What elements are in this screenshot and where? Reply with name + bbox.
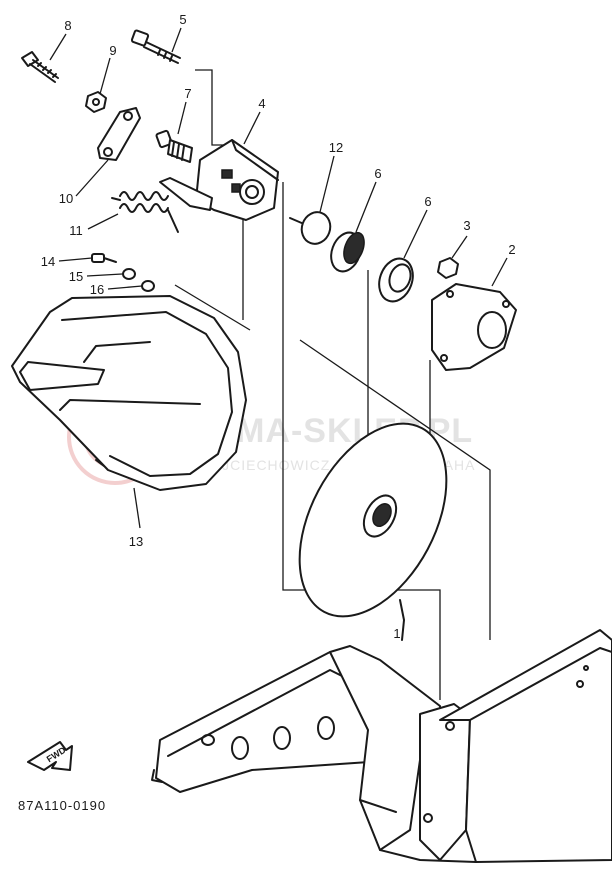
callout-15: 15 <box>69 269 83 284</box>
part-11-spring <box>111 191 179 233</box>
callout-7: 7 <box>184 86 191 101</box>
part-1-disc <box>298 422 448 641</box>
part-7-adjuster <box>155 129 193 163</box>
callout-6b: 6 <box>424 194 431 209</box>
part-15-washer <box>122 268 136 280</box>
part-4-bracket <box>159 139 279 221</box>
part-3-nut <box>437 257 459 279</box>
part-6b-bearing <box>378 257 414 303</box>
diagram-code: 87A110-0190 <box>18 798 106 813</box>
callout-9: 9 <box>109 43 116 58</box>
callout-labels: 1 2 3 4 5 6 6 7 8 9 10 11 12 13 14 15 16 <box>41 12 516 641</box>
part-16-washer <box>141 280 155 292</box>
callout-14: 14 <box>41 254 55 269</box>
callout-8: 8 <box>64 18 71 33</box>
part-5-bolt <box>130 29 181 64</box>
part-2-flange <box>431 283 517 371</box>
callout-10: 10 <box>59 191 73 206</box>
callout-1: 1 <box>393 626 400 641</box>
callout-2: 2 <box>508 242 515 257</box>
frame-assembly <box>151 629 612 863</box>
part-12-plug <box>289 211 332 245</box>
callout-13: 13 <box>129 534 143 549</box>
part-8-bolt <box>21 51 59 83</box>
callout-6a: 6 <box>374 166 381 181</box>
callout-5: 5 <box>179 12 186 27</box>
part-10-lever <box>97 107 141 161</box>
part-9-nut <box>85 91 107 113</box>
callout-4: 4 <box>258 96 265 111</box>
part-13-cover <box>11 295 247 491</box>
part-14-screw <box>91 253 117 263</box>
fwd-arrow-icon: FWD <box>27 741 73 771</box>
callout-leaders <box>49 27 508 529</box>
part-6a-bushing <box>330 231 365 273</box>
callout-16: 16 <box>90 282 104 297</box>
callout-11: 11 <box>69 223 83 238</box>
callout-3: 3 <box>463 218 470 233</box>
callout-12: 12 <box>329 140 343 155</box>
